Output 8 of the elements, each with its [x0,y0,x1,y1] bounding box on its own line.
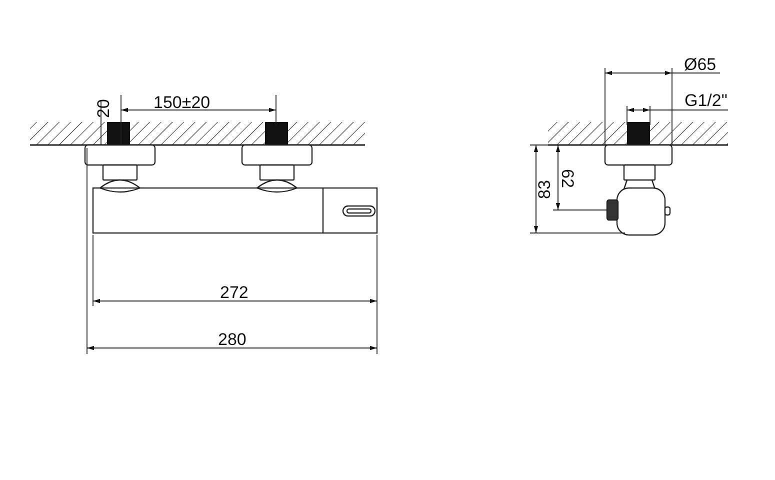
dimension-label: 62 [558,168,576,188]
dimension-label: 272 [220,284,248,300]
dimension-label: 150±20 [154,94,210,110]
dimension-label: Ø65 [684,56,716,72]
dimension-label: G1/2" [684,92,728,108]
dimension-label: 280 [218,330,246,348]
dimension-label: 83 [535,180,552,198]
dimension-label: 20 [94,98,112,118]
